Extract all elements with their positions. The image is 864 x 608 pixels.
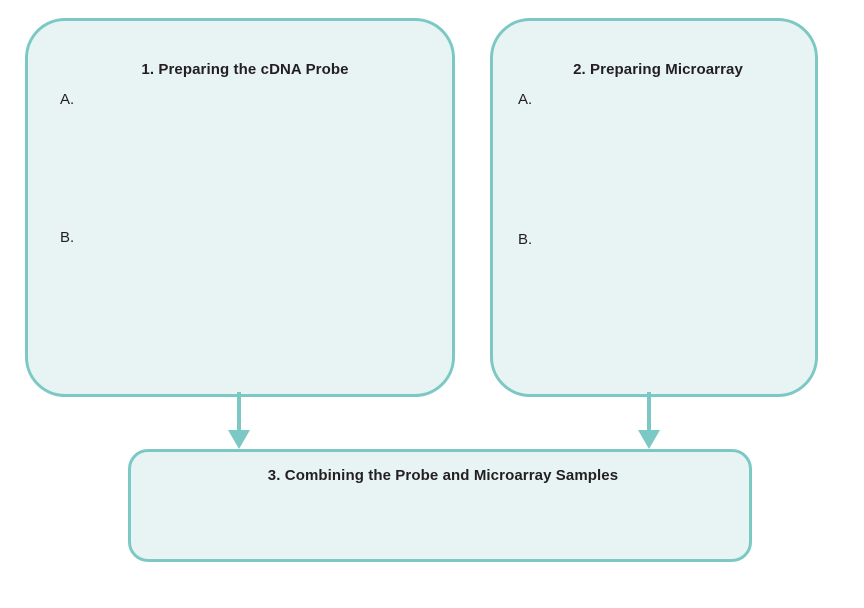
node-step1-bullet-a: A. bbox=[60, 91, 75, 108]
node-step2-bullet-b: B. bbox=[518, 231, 533, 248]
connector-step2-to-step3-arrow-icon bbox=[638, 392, 660, 449]
node-step1-title: 1. Preparing the cDNA Probe bbox=[141, 61, 349, 78]
node-step1-bullet-b: B. bbox=[60, 229, 75, 246]
node-step3-title: 3. Combining the Probe and Microarray Sa… bbox=[267, 467, 619, 484]
node-step2[interactable]: 2. Preparing Microarray A. B. bbox=[490, 18, 818, 397]
node-step3[interactable]: 3. Combining the Probe and Microarray Sa… bbox=[128, 449, 752, 562]
connector-step1-to-step3-arrow-icon bbox=[228, 392, 250, 449]
node-step2-bullet-a: A. bbox=[518, 91, 533, 108]
node-step2-title: 2. Preparing Microarray bbox=[573, 61, 743, 78]
node-step1[interactable]: 1. Preparing the cDNA Probe A. B. bbox=[25, 18, 455, 397]
